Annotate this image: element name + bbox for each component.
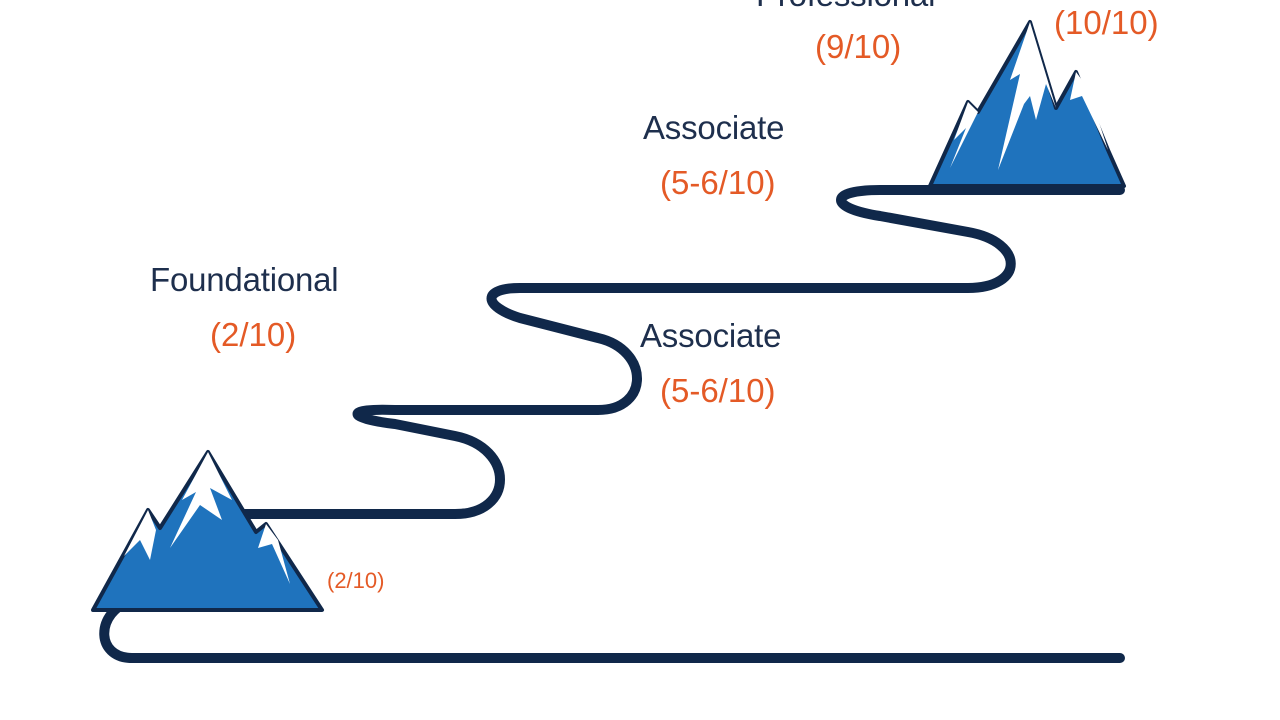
associate-upper-score: (5-6/10) xyxy=(660,164,776,201)
foundational-score: (2/10) xyxy=(210,316,297,353)
associate-upper-title: Associate xyxy=(643,109,785,146)
associate-lower-title: Associate xyxy=(640,317,782,354)
mountain-snow-left xyxy=(124,510,156,560)
mountain-body xyxy=(91,450,324,612)
mountain-snow-cap xyxy=(170,452,232,548)
associate-lower-score: (5-6/10) xyxy=(660,372,776,409)
base-mountain-score: (2/10) xyxy=(327,568,385,593)
professional-score: (9/10) xyxy=(815,28,902,65)
summit-snow-right xyxy=(1070,72,1108,150)
summit-score: (10/10) xyxy=(1054,4,1159,41)
mountain-snow-right xyxy=(258,524,290,584)
professional-title: Professional xyxy=(756,0,935,11)
summit-snow-left xyxy=(950,102,978,168)
mountain-icon xyxy=(91,450,324,612)
foundational-title: Foundational xyxy=(150,261,339,298)
mountain-peak-icon xyxy=(928,20,1126,188)
summit-snow-cap xyxy=(998,22,1056,170)
